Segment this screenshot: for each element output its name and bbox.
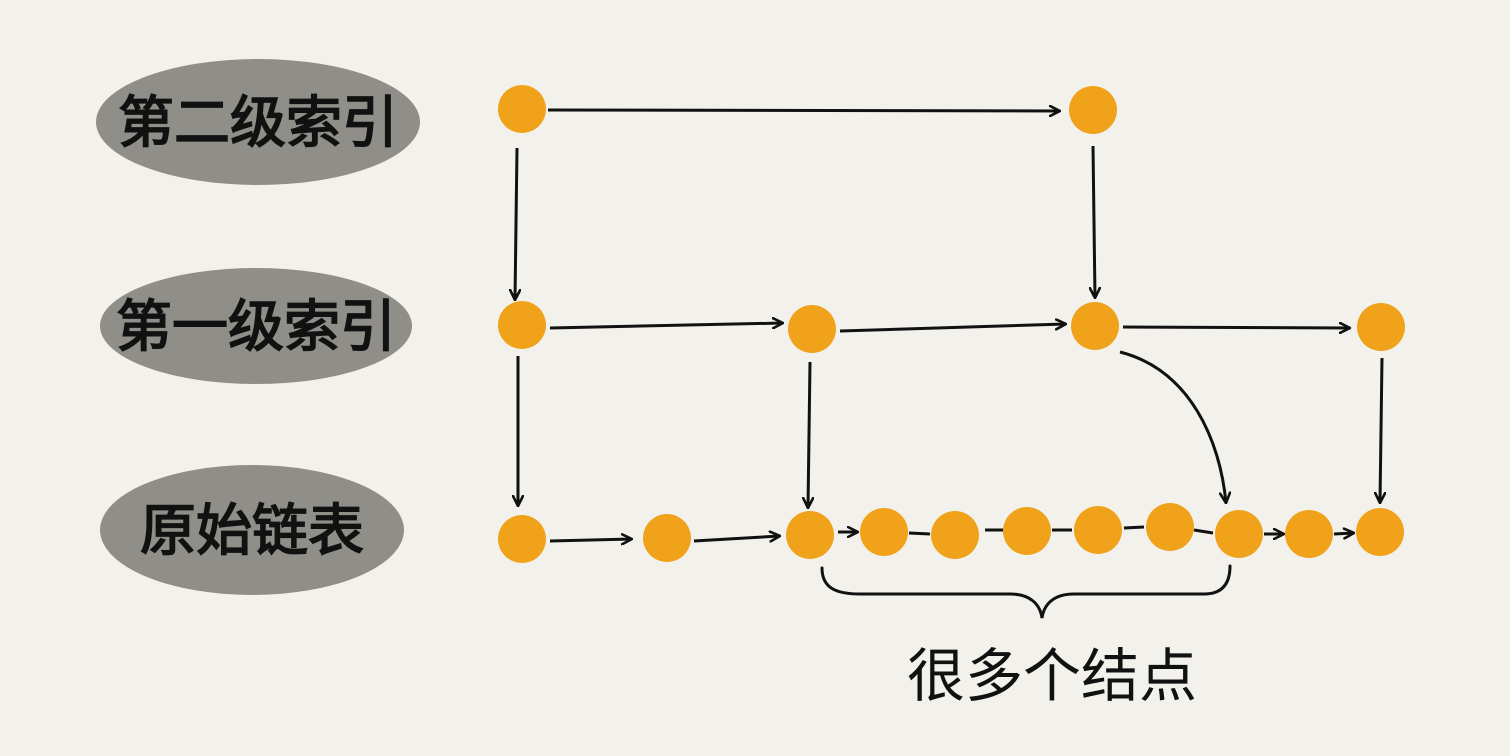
node <box>1069 86 1117 134</box>
edge-dash <box>1193 528 1214 535</box>
edge-arrow <box>839 324 1066 333</box>
label-blob <box>100 465 404 595</box>
node <box>498 515 546 563</box>
down-arrow <box>1093 145 1095 298</box>
level-label-base: 原始链表 <box>100 465 404 595</box>
down-arrow <box>1380 357 1382 503</box>
edge-arrow <box>1122 327 1350 328</box>
node <box>1071 302 1119 350</box>
edge-dash <box>1123 525 1145 530</box>
edge-arrow <box>549 323 783 330</box>
node <box>1285 510 1333 558</box>
curved-arrow <box>1119 350 1226 503</box>
node <box>786 511 834 559</box>
edge-dash <box>908 531 931 536</box>
node <box>1146 503 1194 551</box>
node <box>1003 507 1051 555</box>
down-arrow <box>808 361 810 508</box>
node <box>860 508 908 556</box>
edge-arrow <box>547 110 1060 111</box>
node <box>643 514 691 562</box>
node <box>1215 510 1263 558</box>
node <box>498 301 546 349</box>
level-label-index1: 第一级索引 <box>100 268 412 384</box>
edge-arrow <box>1333 533 1354 534</box>
node <box>1357 303 1405 351</box>
level-label-text: 第二级索引 <box>118 91 398 156</box>
level-label-index2: 第二级索引 <box>96 59 420 185</box>
node <box>498 85 546 133</box>
label-blob <box>96 59 420 185</box>
node <box>788 305 836 353</box>
level-label-text: 第一级索引 <box>116 295 396 360</box>
brace-label: 很多个结点 <box>907 642 1197 710</box>
down-arrow <box>515 147 517 300</box>
curly-brace <box>820 564 1232 619</box>
edge-arrow <box>549 539 632 541</box>
node <box>931 511 979 559</box>
node <box>1074 506 1122 554</box>
node <box>1356 508 1404 556</box>
edge-arrow <box>693 536 780 541</box>
level-label-text: 原始链表 <box>140 499 364 564</box>
label-blob <box>100 268 412 384</box>
